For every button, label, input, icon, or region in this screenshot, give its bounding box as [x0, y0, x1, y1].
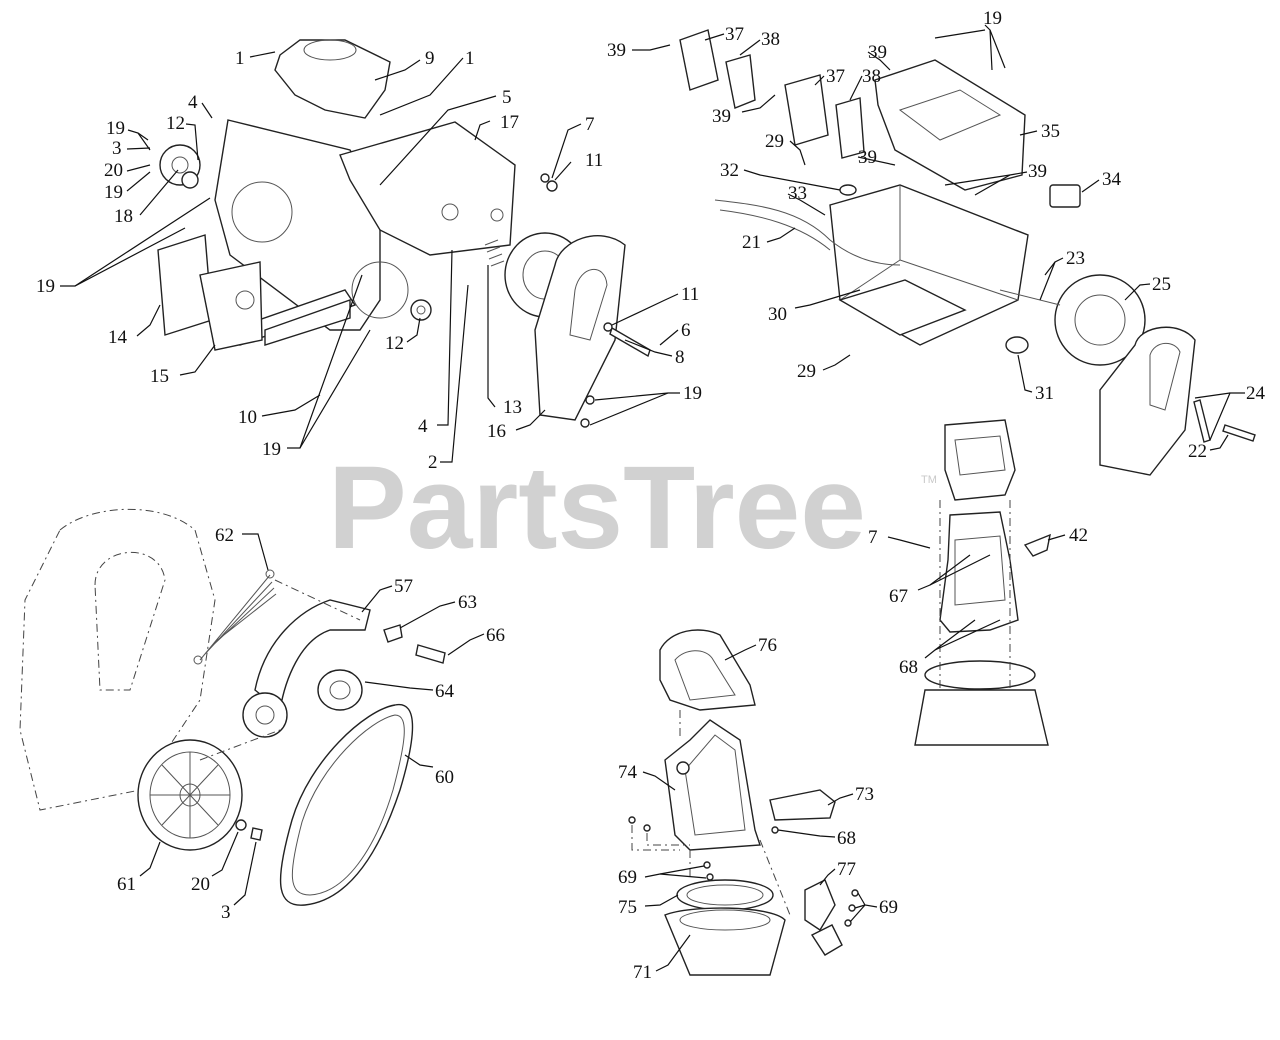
callout-29: 29	[797, 361, 816, 382]
chute-assembly-center	[628, 629, 859, 976]
callout-35: 35	[1041, 121, 1060, 142]
callout-20: 20	[104, 160, 123, 181]
callout-17: 17	[500, 112, 519, 133]
auger-housing-assembly	[157, 39, 651, 428]
callout-14: 14	[108, 327, 128, 348]
watermark-text: PartsTree	[328, 442, 866, 574]
chute-assembly-right	[914, 419, 1051, 746]
callout-38: 38	[761, 29, 780, 50]
callout-39: 39	[1028, 161, 1047, 182]
callout-37: 37	[725, 24, 744, 45]
callout-7: 7	[585, 114, 595, 135]
callout-15: 15	[150, 366, 169, 387]
callout-1: 1	[465, 48, 475, 69]
callout-30: 30	[768, 304, 787, 325]
callout-38: 38	[862, 66, 881, 87]
callout-12: 12	[385, 333, 404, 354]
callout-24: 24	[1246, 383, 1266, 404]
callout-7: 7	[868, 527, 878, 548]
callout-39: 39	[868, 42, 887, 63]
callout-69: 69	[879, 897, 898, 918]
callout-61: 61	[117, 874, 136, 895]
callout-3: 3	[221, 902, 231, 923]
callout-71: 71	[633, 962, 652, 983]
callout-34: 34	[1102, 169, 1122, 190]
callout-19: 19	[106, 118, 125, 139]
callout-19: 19	[262, 439, 281, 460]
left-lower-labels: 62 57 63 66 64 60 61 20 3	[117, 525, 505, 923]
callout-60: 60	[435, 767, 454, 788]
callout-9: 9	[425, 48, 435, 69]
callout-12: 12	[166, 113, 185, 134]
callout-20: 20	[191, 874, 210, 895]
left-lower-leaders	[139, 533, 485, 906]
callout-74: 74	[618, 762, 638, 783]
callout-75: 75	[618, 897, 637, 918]
callout-31: 31	[1035, 383, 1054, 404]
callout-73: 73	[855, 784, 874, 805]
chute-center-leaders	[642, 644, 878, 972]
callout-63: 63	[458, 592, 477, 613]
callout-22: 22	[1188, 441, 1207, 462]
callout-57: 57	[394, 576, 413, 597]
callout-1: 1	[235, 48, 245, 69]
callout-2: 2	[428, 452, 438, 473]
callout-32: 32	[720, 160, 739, 181]
callout-29: 29	[765, 131, 784, 152]
callout-76: 76	[758, 635, 777, 656]
callout-68: 68	[837, 828, 856, 849]
callout-62: 62	[215, 525, 234, 546]
chute-center-labels: 76 74 73 68 69 75 77 69 71	[618, 635, 898, 983]
callout-10: 10	[238, 407, 257, 428]
callout-19: 19	[983, 8, 1002, 29]
callout-11: 11	[681, 284, 699, 305]
callout-68: 68	[899, 657, 918, 678]
chute-right-labels: 7 42 67 68	[868, 525, 1088, 678]
callout-42: 42	[1069, 525, 1088, 546]
callout-66: 66	[486, 625, 505, 646]
belt-idler-assembly	[19, 508, 446, 906]
frame-dash-assembly	[679, 29, 1256, 476]
callout-25: 25	[1152, 274, 1171, 295]
callout-19: 19	[36, 276, 55, 297]
callout-33: 33	[788, 183, 807, 204]
callout-39: 39	[712, 106, 731, 127]
callout-64: 64	[435, 681, 455, 702]
callout-19: 19	[683, 383, 702, 404]
callout-8: 8	[675, 347, 685, 368]
callout-77: 77	[837, 859, 856, 880]
watermark-trademark: TM	[921, 474, 937, 486]
callout-3: 3	[112, 138, 122, 159]
left-upper-labels: 1 9 1 4 5 17 7 11 19 3 20 19 18 12 19 14…	[36, 48, 702, 473]
callout-4: 4	[418, 416, 428, 437]
callout-39: 39	[607, 40, 626, 61]
right-upper-leaders	[632, 24, 1245, 451]
callout-67: 67	[889, 586, 908, 607]
chute-right-leaders	[887, 534, 1066, 659]
callout-69: 69	[618, 867, 637, 888]
callout-4: 4	[188, 92, 198, 113]
callout-19: 19	[104, 182, 123, 203]
right-upper-labels: 19 39 37 38 39 37 38 39 35 29 39 39 32 3…	[607, 8, 1266, 462]
left-upper-leaders	[60, 51, 680, 463]
callout-18: 18	[114, 206, 133, 227]
callout-13: 13	[503, 397, 522, 418]
callout-39: 39	[858, 147, 877, 168]
callout-16: 16	[487, 421, 506, 442]
callout-37: 37	[826, 66, 845, 87]
callout-23: 23	[1066, 248, 1085, 269]
callout-5: 5	[502, 87, 512, 108]
callout-6: 6	[681, 320, 691, 341]
callout-11: 11	[585, 150, 603, 171]
callout-21: 21	[742, 232, 761, 253]
